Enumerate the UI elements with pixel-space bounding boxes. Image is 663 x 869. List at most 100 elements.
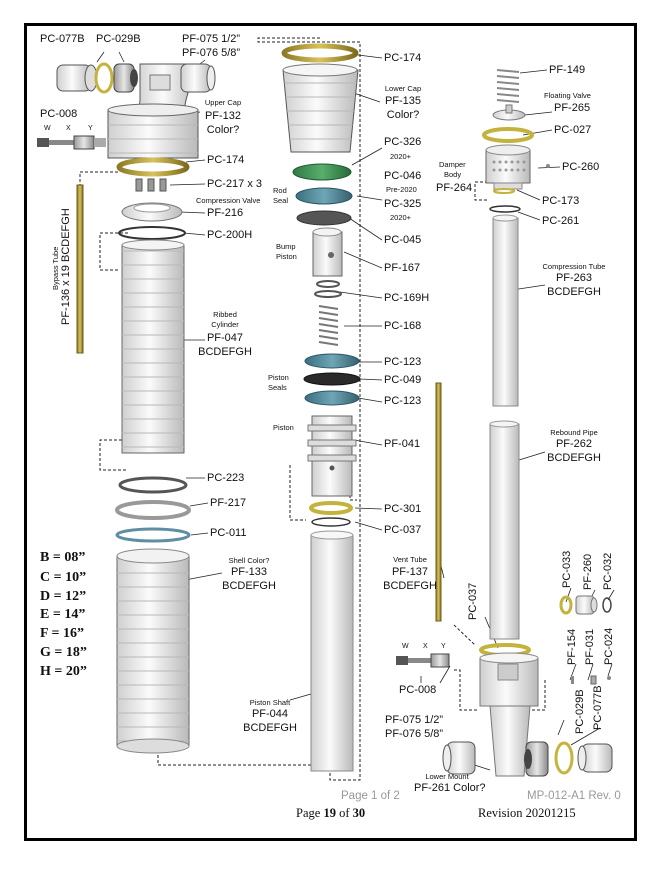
page-number: Page 19 of 30 xyxy=(296,806,365,821)
pf-154-part xyxy=(571,676,574,684)
pc-077b-ring xyxy=(94,62,114,94)
label-piston-seals-1: Piston xyxy=(268,373,289,382)
label-pf-264: PF-264 xyxy=(436,182,473,194)
rebound-pipe xyxy=(489,420,520,640)
label-bump-piston-2: Piston xyxy=(276,252,297,261)
pc-033-ring xyxy=(559,595,573,615)
pc-174-ring-lower xyxy=(281,43,359,63)
pc-045-washer xyxy=(296,210,352,226)
label-pc-301: PC-301 xyxy=(384,503,422,515)
label-bypass-tube: Bypass Tube xyxy=(51,246,60,290)
label-ribbed-title-1: Ribbed xyxy=(213,310,237,319)
damper-body xyxy=(485,144,531,190)
pc-174-ring-upper xyxy=(116,157,190,177)
label-pc-037-lower: PC-037 xyxy=(467,582,479,620)
page-prefix: Page xyxy=(296,806,324,820)
label-lower-mount-title: Lower Mount xyxy=(425,772,469,781)
label-pf-041: PF-041 xyxy=(384,438,421,450)
label-piston: Piston xyxy=(273,423,294,432)
label-pc-173: PC-173 xyxy=(542,195,580,207)
label-pc-174-lower: PC-174 xyxy=(384,52,422,64)
label-shell-code: PF-133 xyxy=(230,566,268,578)
pc-024-ball xyxy=(607,676,611,680)
label-piston-shaft-sizes: BCDEFGH xyxy=(243,722,297,734)
vent-tube xyxy=(435,382,442,622)
page-border xyxy=(24,23,637,841)
lower-cap xyxy=(282,63,359,153)
label-pf-217: PF-217 xyxy=(210,497,247,509)
page-of-label: Page 1 of 2 xyxy=(341,790,400,802)
label-upper-cap-code: PF-132 xyxy=(204,110,242,122)
page-current: 19 xyxy=(323,806,336,820)
label-pc-008-upper: PC-008 xyxy=(40,108,78,120)
label-pc-045: PC-045 xyxy=(384,234,422,246)
size-legend-d: D = 12” xyxy=(40,589,87,604)
label-y-upper: Y xyxy=(88,125,93,132)
label-pc-008-lower: PC-008 xyxy=(399,684,437,696)
pc-008-fitting-upper xyxy=(37,135,106,150)
label-shell-title: Shell Color? xyxy=(228,556,270,565)
label-piston-shaft-code: PF-044 xyxy=(251,708,289,720)
label-pc-217: PC-217 x 3 xyxy=(207,178,263,190)
label-pf-075: PF-075 1/2” xyxy=(182,33,241,45)
label-pc-046: PC-046 xyxy=(384,170,422,182)
label-piston-shaft-title: Piston Shaft xyxy=(249,698,291,707)
label-pc-027: PC-027 xyxy=(554,124,592,136)
shell xyxy=(116,548,190,754)
label-comp-tube-title: Compression Tube xyxy=(542,262,606,271)
pc-260-ball xyxy=(546,164,550,168)
size-legend-h: H = 20” xyxy=(40,664,87,679)
label-upper-cap-title: Upper Cap xyxy=(204,98,242,107)
label-pf-075-lower: PF-075 1/2” xyxy=(385,714,444,726)
label-pf-076-lower: PF-076 5/8” xyxy=(385,728,444,740)
label-pc-326: PC-326 xyxy=(384,136,422,148)
page-of-word: of xyxy=(335,806,353,820)
ribbed-cylinder xyxy=(121,239,185,454)
size-legend-b: B = 08” xyxy=(40,550,86,565)
pc-301-ring xyxy=(309,501,353,515)
label-pf-167: PF-167 xyxy=(384,262,421,274)
label-pf-031: PF-031 xyxy=(584,628,596,665)
pf-031-part xyxy=(590,675,597,685)
label-lower-cap-code: PF-135 xyxy=(384,95,422,107)
bump-piston xyxy=(312,227,343,277)
label-x-lower: X xyxy=(423,643,428,650)
compression-valve xyxy=(121,202,183,222)
lower-bushing-left xyxy=(442,741,476,775)
bypass-tube xyxy=(76,184,84,354)
label-pc-261: PC-261 xyxy=(542,215,580,227)
page-total: 30 xyxy=(352,806,366,820)
pc-029b-bushing-lower xyxy=(524,741,549,777)
label-pc-200h: PC-200H xyxy=(207,229,253,241)
document-id: MP-012-A1 Rev. 0 xyxy=(527,790,621,802)
label-pre-2020: Pre-2020 xyxy=(386,185,417,194)
label-damper-body-2: Body xyxy=(444,170,462,179)
size-legend-f: F = 16” xyxy=(40,626,85,641)
label-pc-077b: PC-077B xyxy=(40,33,85,45)
pc-123-seal-a xyxy=(304,353,360,369)
label-w-upper: W xyxy=(44,125,51,132)
lower-mount xyxy=(479,652,539,777)
pf-217-ring xyxy=(115,500,191,520)
label-lower-cap-title: Lower Cap xyxy=(384,84,422,93)
label-pc-049: PC-049 xyxy=(384,374,422,386)
floating-valve xyxy=(492,104,526,121)
pc-077b-ring-lower xyxy=(554,741,574,775)
piston xyxy=(307,415,357,497)
label-floating-valve-title: Floating Valve xyxy=(544,91,591,100)
label-vent-tube-title: Vent Tube xyxy=(393,555,427,564)
label-ribbed-code: PF-047 xyxy=(206,332,244,344)
pc-049-seal xyxy=(303,372,361,386)
size-legend-e: E = 14” xyxy=(40,607,86,622)
label-y-lower: Y xyxy=(441,643,446,650)
label-pf-149: PF-149 xyxy=(549,64,586,76)
size-legend-g: G = 18” xyxy=(40,645,87,660)
label-x-upper: X xyxy=(66,125,71,132)
label-pc-325: PC-325 xyxy=(384,198,422,210)
label-comp-tube-code: PF-263 xyxy=(555,272,593,284)
label-damper-body-1: Damper xyxy=(439,160,466,169)
label-pf-265: PF-265 xyxy=(554,102,591,114)
label-lower-cap-color: Color? xyxy=(386,109,420,121)
label-lower-mount-code: PF-261 Color? xyxy=(414,782,486,794)
